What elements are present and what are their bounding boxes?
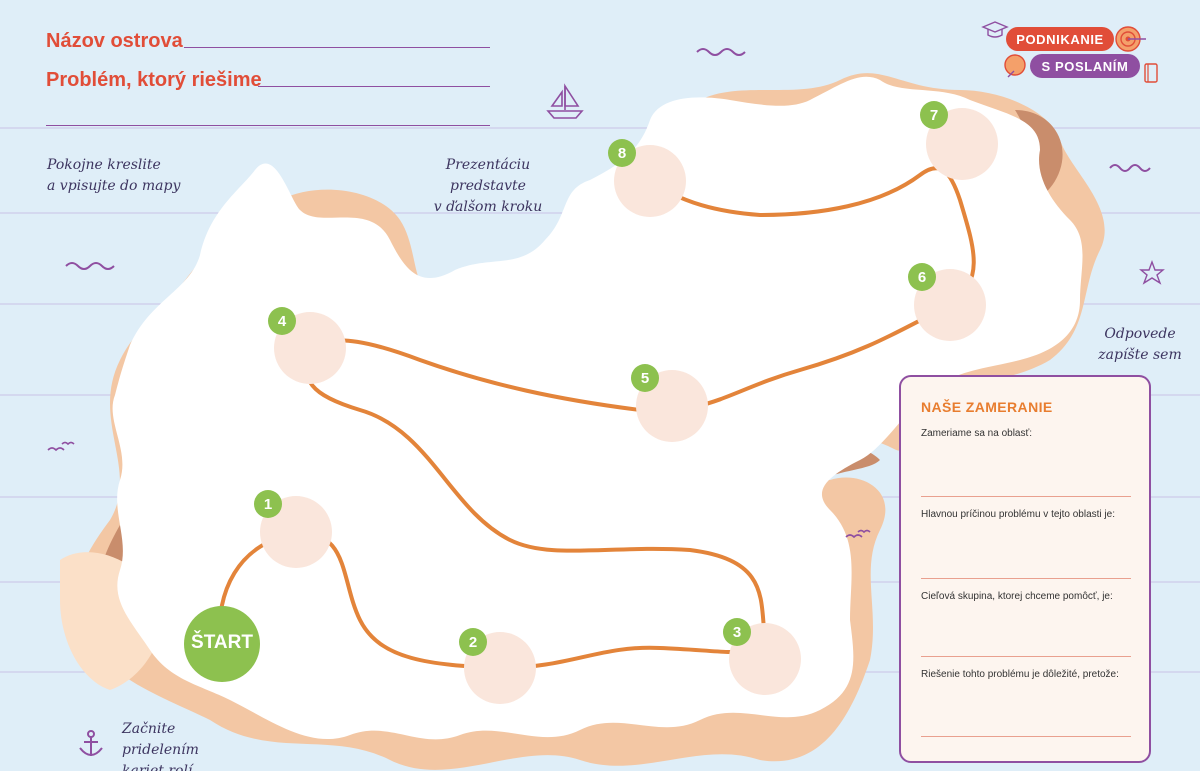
route-node-7[interactable]: [926, 108, 998, 180]
problem-line-2[interactable]: [46, 125, 490, 126]
start-label: ŠTART: [191, 632, 253, 653]
panel-question-4: Riešenie tohto problému je dôležité, pre…: [921, 669, 1119, 680]
problem-label: Problém, ktorý riešime: [46, 69, 262, 91]
route-node-6[interactable]: [914, 269, 986, 341]
panel-question-2: Hlavnou príčinou problému v tejto oblast…: [921, 509, 1115, 520]
route-node-8[interactable]: [614, 145, 686, 217]
presentation-note-line2: v ďalšom kroku: [433, 199, 543, 215]
step-number-2: 2: [469, 634, 477, 651]
island-name-line[interactable]: [184, 47, 490, 48]
logo-line1: PODNIKANIE: [1006, 27, 1114, 51]
graduation-cap-icon: [981, 21, 1009, 38]
panel-answer-2[interactable]: [921, 578, 1131, 579]
island: [112, 76, 1083, 740]
step-badge-8: [608, 139, 636, 167]
route-node-1[interactable]: [260, 496, 332, 568]
answers-note-line1: Odpovede: [1104, 326, 1176, 342]
anchor-icon: [79, 730, 103, 756]
starfish-icon: [1139, 260, 1165, 285]
presentation-note: Prezentáciu predstavte v ďalšom kroku: [408, 155, 568, 218]
draw-note-line2: a vpisujte do mapy: [47, 178, 181, 194]
start-note-line2: pridelením: [122, 742, 199, 758]
answers-note: Odpovede zapíšte sem: [1092, 324, 1188, 366]
problem-line[interactable]: [258, 86, 490, 87]
wave-icon: [65, 48, 1151, 270]
logo-line2: S POSLANÍM: [1030, 54, 1140, 78]
panel-question-3: Cieľová skupina, ktorej chceme pomôcť, j…: [921, 591, 1113, 602]
step-badge-1: [254, 490, 282, 518]
step-badge-5: [631, 364, 659, 392]
bird-icon: [47, 441, 871, 539]
step-number-3: 3: [733, 624, 741, 641]
step-number-6: 6: [918, 269, 926, 286]
book-icon: [1144, 63, 1158, 83]
step-number-8: 8: [618, 145, 626, 162]
draw-note-line1: Pokojne kreslite: [47, 157, 161, 173]
step-badge-2: [459, 628, 487, 656]
panel-answer-4[interactable]: [921, 736, 1131, 737]
start-note-line3: kariet rolí: [122, 763, 193, 771]
start-note-line1: Začnite: [122, 721, 176, 737]
answers-note-line2: zapíšte sem: [1098, 347, 1182, 363]
step-badge-4: [268, 307, 296, 335]
step-badge-6: [908, 263, 936, 291]
step-number-7: 7: [930, 107, 938, 124]
step-badge-7: [920, 101, 948, 129]
panel-answer-3[interactable]: [921, 656, 1131, 657]
draw-note: Pokojne kreslite a vpisujte do mapy: [47, 155, 180, 197]
sailboat-icon: [546, 83, 584, 119]
panel-answer-1[interactable]: [921, 496, 1131, 497]
target-icon: [1115, 26, 1146, 52]
presentation-note-line1: Prezentáciu predstavte: [445, 157, 531, 194]
step-number-4: 4: [278, 313, 287, 330]
step-number-1: 1: [264, 496, 272, 513]
start-note: Začnite pridelením kariet rolí: [122, 719, 199, 771]
start-node[interactable]: [184, 606, 260, 682]
step-number-5: 5: [641, 370, 649, 387]
panel-title: NAŠE ZAMERANIE: [921, 399, 1053, 415]
island-name-label: Názov ostrova: [46, 30, 183, 52]
focus-panel: NAŠE ZAMERANIE Zameriame sa na oblasť: H…: [899, 375, 1151, 763]
route-nodes: 1 2 3 4 5 6 7 8: [254, 101, 998, 704]
panel-question-1: Zameriame sa na oblasť:: [921, 428, 1033, 439]
step-badge-3: [723, 618, 751, 646]
lightbulb-icon: [1004, 54, 1026, 78]
